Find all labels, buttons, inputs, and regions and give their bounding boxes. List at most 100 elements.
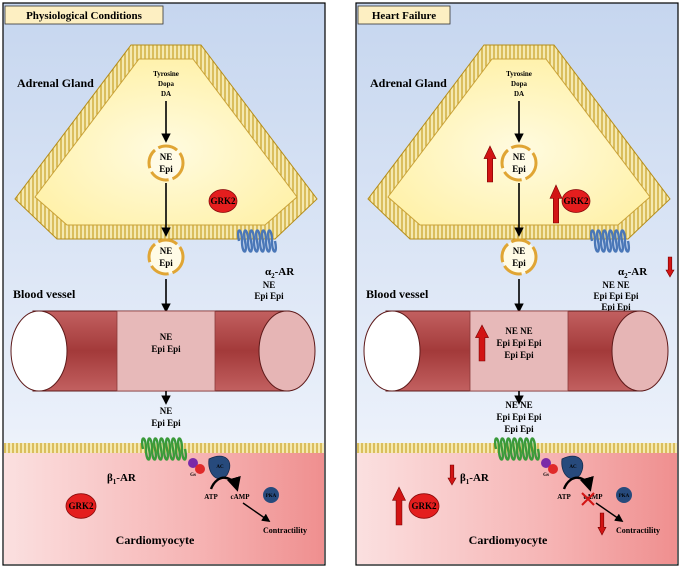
camp-to-contractility-arrow <box>242 502 271 522</box>
grk2-label: GRK2 <box>411 501 437 511</box>
grk2-kinase: GRK2 <box>408 493 440 519</box>
alpha2-ar-receptor <box>590 229 630 253</box>
alpha2-suffix: -AR <box>275 266 296 278</box>
beta1-ar-label: β1-AR <box>107 472 137 486</box>
atp-to-camp-arrow <box>562 475 594 492</box>
alpha2-catecholamines-1: Epi Epi Epi <box>593 291 639 301</box>
panel-title-box: Physiological Conditions <box>4 5 164 25</box>
precursor-tyrosine: Tyrosine <box>153 70 179 78</box>
precursor-da: DA <box>514 90 524 98</box>
g-protein: Gs <box>541 458 558 478</box>
ac-label: AC <box>569 465 577 470</box>
panel-title: Physiological Conditions <box>26 10 143 22</box>
vessel-right-end <box>611 310 669 392</box>
g-protein-gamma <box>548 464 558 474</box>
beta1-sub: 1 <box>466 478 470 486</box>
vessel-right-end <box>258 310 316 392</box>
alpha2-sub: 2 <box>624 272 628 280</box>
beta1-sub: 1 <box>113 478 117 486</box>
pka: PKA <box>263 487 279 503</box>
alpha2-catecholamines-0: NE <box>263 280 276 290</box>
blood-vessel <box>10 310 316 392</box>
synapse-catecholamines-0: NE NE <box>505 400 532 410</box>
grk2-increase-arrow <box>549 184 563 224</box>
cardio-cytoplasm <box>4 453 324 564</box>
beta1-ar-receptor-helices <box>494 437 540 461</box>
vessel-window <box>116 310 216 392</box>
pka-circle <box>263 487 279 503</box>
cardiomyocyte-label: Cardiomyocyte <box>116 533 195 547</box>
vesicle-membrane <box>147 144 185 182</box>
vessel-left-opening <box>10 310 68 392</box>
grk2-kinase: GRK2 <box>65 493 97 519</box>
beta1-symbol: β <box>107 472 113 484</box>
vesicle-membrane <box>147 238 185 276</box>
adenylyl-cyclase <box>561 455 584 480</box>
pka-label: PKA <box>266 494 277 499</box>
beta1-ar-receptor <box>141 437 187 461</box>
vessel-left-opening <box>363 310 421 392</box>
synapse-catecholamines-1: Epi Epi Epi <box>496 412 542 422</box>
precursor-tyrosine: Tyrosine <box>506 70 532 78</box>
vesicle-membrane <box>500 144 538 182</box>
synapse-catecholamines-2: Epi Epi <box>504 424 534 434</box>
precursor-dopa: Dopa <box>158 80 174 88</box>
panel-title: Heart Failure <box>372 10 436 22</box>
vesicle-ne: NE <box>160 152 173 162</box>
precursor-da: DA <box>161 90 171 98</box>
camp-label: cAMP <box>230 493 250 501</box>
vesicle-membrane <box>500 238 538 276</box>
cardio-grk2-increase-arrow <box>392 486 406 526</box>
alpha2-sub: 2 <box>271 272 275 280</box>
alpha2-ar-receptor <box>237 229 277 253</box>
alpha2-ar-label: α2-AR <box>618 266 648 280</box>
title-box-bg <box>357 5 451 25</box>
g-protein: Gs <box>188 458 205 478</box>
contractility-decrease-arrow <box>597 512 607 536</box>
adrenal-gland-label: Adrenal Gland <box>17 76 94 90</box>
adenylyl-cyclase <box>208 455 231 480</box>
vessel-catecholamines-1: Epi Epi Epi <box>496 338 542 348</box>
camp-label: cAMP <box>583 493 603 501</box>
ne-epi-increase-arrow <box>483 145 497 183</box>
beta1-decrease-arrow <box>447 464 457 486</box>
beta1-suffix: -AR <box>116 472 137 484</box>
vesicle-ne: NE <box>513 246 526 256</box>
panel-title-box: Heart Failure <box>357 5 451 25</box>
beta1-ar-receptor-helices <box>141 437 187 461</box>
beta1-ar-label: β1-AR <box>460 472 490 486</box>
pka-label: PKA <box>619 494 630 499</box>
alpha2-ar-receptor-helices <box>590 229 630 253</box>
cardio-cytoplasm <box>357 453 677 564</box>
blood-vessel-label: Blood vessel <box>13 287 76 301</box>
alpha2-catecholamines-1: Epi Epi <box>254 291 284 301</box>
beta1-suffix: -AR <box>469 472 490 484</box>
vesicle-epi: Epi <box>512 258 526 268</box>
contractility-label: Contractility <box>263 526 307 535</box>
grk2-circle <box>561 189 591 213</box>
vessel-window <box>469 310 569 392</box>
grk2-kinase: GRK2 <box>208 189 238 213</box>
alpha2-symbol: α <box>265 266 272 278</box>
alpha2-catecholamines-2: Epi Epi <box>601 302 631 312</box>
vessel-catecholamines-2: Epi Epi <box>504 350 534 360</box>
g-protein-beta <box>541 458 551 468</box>
vessel-catecholamines-0: NE <box>160 332 173 342</box>
synapse-catecholamines-0: NE <box>160 406 173 416</box>
synapse-catecholamines-1: Epi Epi <box>151 418 181 428</box>
blood-vessel-label: Blood vessel <box>366 287 429 301</box>
alpha2-catecholamines-0: NE NE <box>602 280 629 290</box>
grk2-label: GRK2 <box>210 196 236 206</box>
alpha2-ar-label: α2-AR <box>265 266 295 280</box>
vesicle-epi: Epi <box>159 258 173 268</box>
grk2-circle <box>65 493 97 519</box>
gs-label: Gs <box>190 473 196 478</box>
alpha2-decrease-arrow <box>665 256 675 278</box>
vessel-catecholamines-1: Epi Epi <box>151 344 181 354</box>
beta1-ar-receptor <box>494 437 540 461</box>
grk2-circle <box>208 189 238 213</box>
